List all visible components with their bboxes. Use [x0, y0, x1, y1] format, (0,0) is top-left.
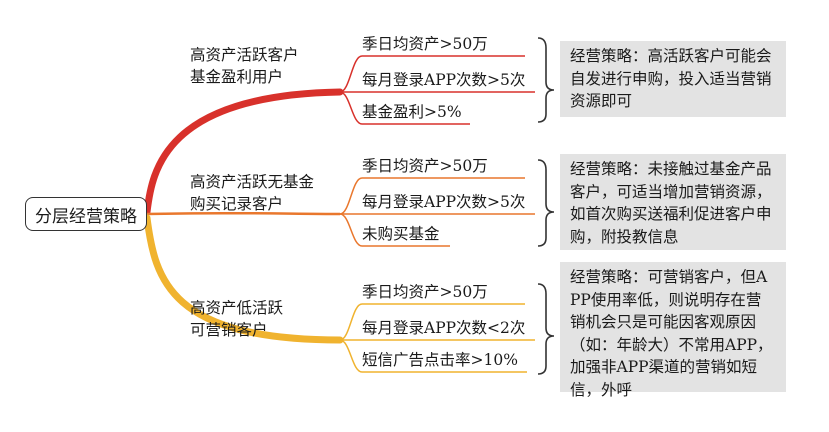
branch-2-criterion-2: 每月登录APP次数>5次 [362, 193, 526, 211]
branch-3-criterion-1: 季日均资产>50万 [362, 283, 488, 301]
root-label: 分层经营策略 [35, 206, 137, 227]
branch-1-criterion-1: 季日均资产>50万 [362, 35, 488, 53]
branch-connector-3 [143, 214, 344, 344]
branch-2-criterion-3: 未购买基金 [362, 225, 440, 243]
branch-3-criterion-3: 短信广告点击率>10% [362, 351, 518, 369]
criteria-connectors-3 [339, 303, 535, 373]
branch-connector-2 [146, 211, 341, 216]
branch-1-criterion-3: 基金盈利>5% [362, 103, 462, 121]
branch-3-title-line-2: 可营销客户 [190, 321, 268, 339]
branch-1-title-line-1: 高资产活跃客户 [190, 46, 299, 64]
branch-1-strategy-note: 经营策略：高活跃客户可能会自发进行申购，投入适当营销资源即可 [560, 41, 786, 117]
branch-2-title-line-1: 高资产活跃无基金 [190, 173, 315, 191]
branch-3-strategy-note: 经营策略：可营销客户，但APP使用率低，则说明存在营销机会只是可能因客观原因（如… [560, 262, 786, 399]
criteria-connectors-2 [339, 177, 535, 247]
branch-1-title-line-2: 基金盈利用户 [190, 68, 284, 86]
branch-connector-1 [143, 88, 344, 216]
branch-2-strategy-note: 经营策略：未接触过基金产品客户，可适当增加营销资源，如首次购买送福利促进客户申购… [560, 154, 786, 250]
branch-3-criterion-2: 每月登录APP次数<2次 [362, 319, 526, 337]
branch-2-criterion-1: 季日均资产>50万 [362, 157, 488, 175]
criteria-connectors-1 [339, 55, 535, 125]
brace-connectors [537, 37, 555, 375]
branch-1-criterion-2: 每月登录APP次数>5次 [362, 71, 526, 89]
branch-3-title-line-1: 高资产低活跃 [190, 299, 284, 317]
branch-2-title-line-2: 购买记录客户 [190, 195, 284, 213]
root-node: 分层经营策略 [25, 197, 147, 231]
